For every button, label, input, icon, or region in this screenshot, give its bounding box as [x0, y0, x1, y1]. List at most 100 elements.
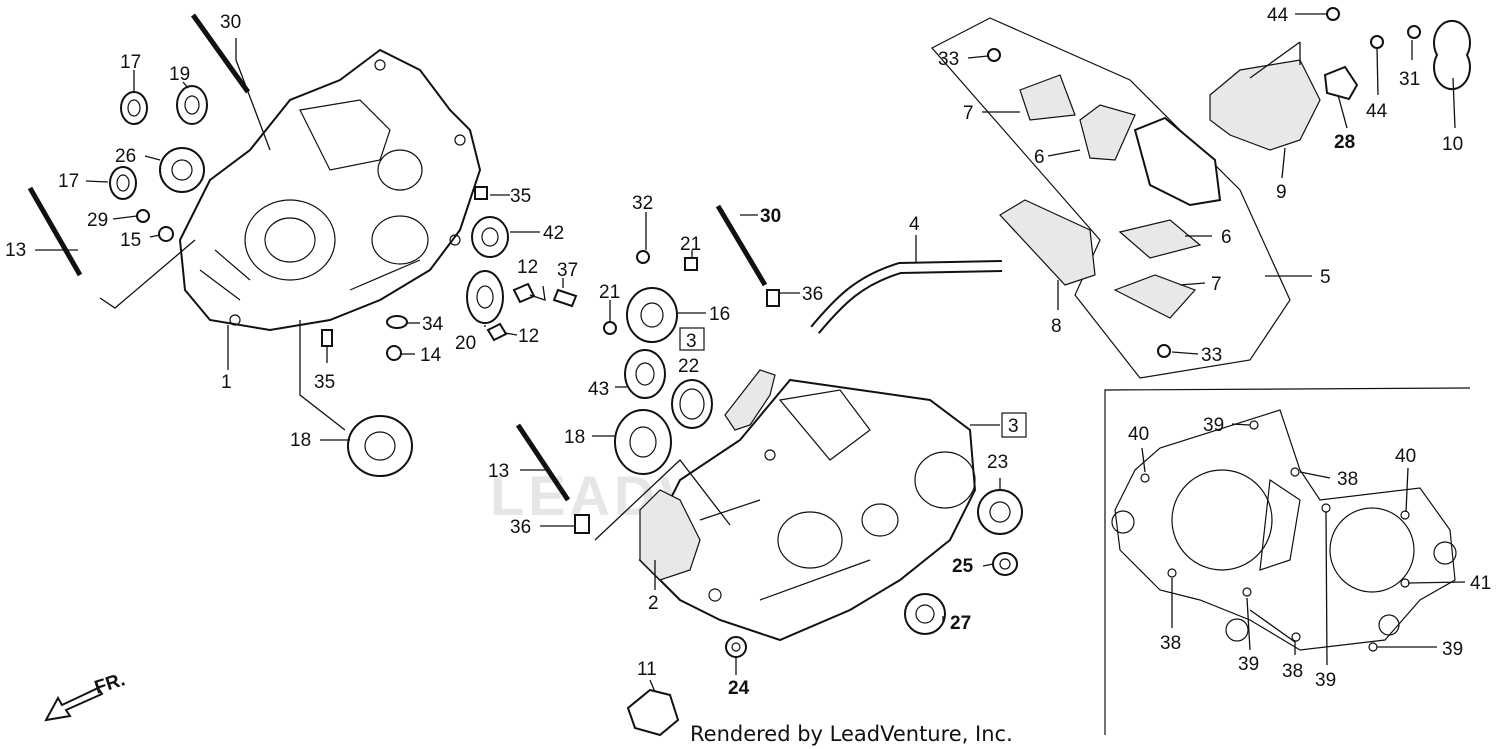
bearing-42 [471, 216, 509, 258]
callout-9: 9 [1276, 182, 1287, 203]
bolt-31 [1407, 25, 1421, 39]
bearing-19 [176, 85, 208, 125]
callout-33a: 33 [938, 49, 959, 70]
reed-stopper-6-lower [1118, 219, 1202, 259]
callout-44a: 44 [1267, 5, 1289, 26]
ref-box-3a [679, 327, 705, 351]
seal-25 [992, 552, 1018, 576]
stud-13-left [27, 186, 83, 277]
callout-25: 25 [952, 556, 974, 577]
front-direction-label: FR. [92, 669, 128, 698]
callout-40b: 40 [1395, 446, 1416, 467]
reed-assembly-outline [931, 17, 1291, 379]
callout-27: 27 [950, 613, 971, 634]
left-crankcase-half [178, 48, 482, 332]
callout-38a: 38 [1337, 469, 1358, 490]
callout-4: 4 [909, 214, 920, 235]
callout-30b: 30 [760, 206, 781, 227]
callout-18b: 18 [564, 427, 585, 448]
callout-39a: 39 [1203, 415, 1224, 436]
callout-42: 42 [543, 223, 564, 244]
bolt-32 [636, 250, 650, 264]
callout-20: 20 [455, 333, 476, 354]
needle-bearing-22 [671, 379, 713, 429]
front-direction-arrow: FR. [44, 669, 128, 722]
dowel-36-lower [574, 514, 590, 534]
reed-petal-7-upper [1019, 74, 1076, 121]
right-crankcase-half [638, 378, 977, 642]
seal-24 [725, 636, 747, 658]
callout-41: 41 [1470, 573, 1491, 594]
washer-21-lower [603, 321, 617, 335]
callout-17a: 17 [120, 52, 141, 73]
reed-petal-7-lower [1113, 274, 1197, 319]
callout-34: 34 [422, 314, 444, 335]
callout-24: 24 [728, 678, 750, 699]
callout-12b: 12 [518, 326, 539, 347]
callout-33b: 33 [1201, 345, 1222, 366]
callout-19: 19 [169, 64, 190, 85]
reed-gasket-8 [999, 199, 1096, 286]
callout-29: 29 [87, 210, 108, 231]
callout-11: 11 [637, 659, 657, 680]
callout-14: 14 [420, 345, 442, 366]
callout-38c: 38 [1282, 661, 1303, 682]
stud-13-right [515, 423, 571, 502]
callout-12a: 12 [517, 257, 538, 278]
ref-box-3b [1001, 412, 1027, 438]
reed-stopper-6-upper [1079, 104, 1136, 161]
callout-3b: 3 [1008, 416, 1019, 437]
callout-44b: 44 [1366, 101, 1388, 122]
bearing-17-lower [109, 166, 137, 200]
inset-gasket [1111, 409, 1457, 652]
callout-23: 23 [987, 452, 1008, 473]
bolt-37 [552, 288, 578, 308]
callout-36b: 36 [510, 517, 531, 538]
screw-33-lower [1157, 344, 1171, 358]
callout-1: 1 [221, 372, 232, 393]
seal-23 [977, 489, 1023, 535]
callout-22: 22 [678, 356, 699, 377]
callout-39d: 39 [1442, 639, 1463, 660]
callout-13b: 13 [488, 461, 509, 482]
callout-16: 16 [709, 304, 730, 325]
reed-cage [1133, 116, 1222, 207]
callouts: 30 17 19 26 17 29 15 13 35 42 12 37 12 2… [5, 5, 1491, 699]
screw-33-upper [987, 48, 1001, 62]
bolt-44-upper [1326, 7, 1340, 21]
callout-15: 15 [120, 230, 141, 251]
dowel-36-upper [766, 289, 780, 307]
callout-36a: 36 [802, 284, 823, 305]
callout-7a: 7 [963, 103, 974, 124]
callout-6a: 6 [1034, 147, 1045, 168]
clip-12-lower [486, 322, 508, 342]
callout-3a: 3 [686, 331, 697, 352]
leader-lines [35, 13, 1466, 693]
callout-35a: 35 [510, 186, 531, 207]
seal-27 [904, 593, 946, 635]
callout-32: 32 [632, 193, 653, 214]
inset-frame [1104, 387, 1471, 735]
bolt-14 [386, 345, 402, 361]
callout-28: 28 [1334, 132, 1355, 153]
callout-17b: 17 [58, 171, 79, 192]
bolt-44-mid [1370, 35, 1384, 49]
callout-31: 31 [1399, 69, 1420, 90]
callout-8: 8 [1051, 316, 1062, 337]
clamp-10 [1433, 19, 1471, 91]
callout-6b: 6 [1221, 227, 1232, 248]
callout-26: 26 [115, 146, 136, 167]
bolt-29 [136, 209, 150, 223]
callout-13a: 13 [5, 240, 26, 261]
nut-21-upper [684, 257, 698, 271]
callout-39c: 39 [1315, 670, 1336, 691]
stud-30-left [190, 13, 251, 94]
bracket-11 [626, 688, 680, 737]
callout-10: 10 [1442, 134, 1463, 155]
bearing-18-right [614, 409, 672, 475]
callout-7b: 7 [1211, 274, 1222, 295]
bearing-18-left [347, 415, 413, 477]
bearing-43 [624, 349, 666, 399]
rendered-by-footer: Rendered by LeadVenture, Inc. [690, 722, 1013, 746]
